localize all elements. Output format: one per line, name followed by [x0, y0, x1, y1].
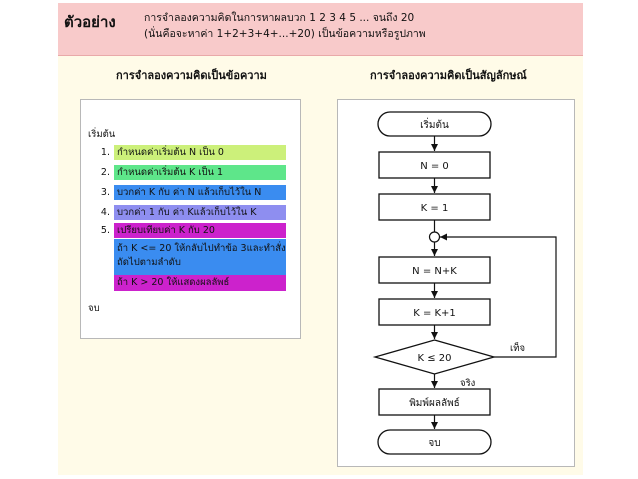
flow-true-label: จริง — [460, 378, 475, 389]
text-start: เริ่มต้น — [88, 129, 116, 140]
text-end: จบ — [88, 303, 100, 314]
flow-decision-label: K ≤ 20 — [417, 353, 451, 364]
step-number: 1. — [100, 147, 110, 158]
flow-end-terminator — [377, 429, 492, 455]
flow-process-k1-label: K = 1 — [421, 203, 449, 214]
step-number: 5. — [100, 225, 110, 236]
flow-process-k1 — [378, 193, 491, 221]
flow-process-kinc-label: K = K+1 — [413, 308, 456, 319]
example-label: ตัวอย่าง — [64, 13, 116, 31]
flow-connector — [428, 231, 441, 243]
flow-start-label: เริ่มต้น — [420, 117, 449, 131]
flow-process-kinc — [378, 298, 491, 326]
flow-loop-arrow — [440, 233, 557, 358]
step-number: 2. — [100, 167, 110, 178]
flow-process-n0 — [378, 151, 491, 179]
flow-process-n0-label: N = 0 — [420, 161, 449, 172]
banner-text-line2: (นั่นคือจะหาค่า 1+2+3+4+...+20) เป็นข้อค… — [144, 28, 426, 40]
example-banner: ตัวอย่าง การจำลองความคิดในการหาผลบวก 1 2… — [58, 3, 583, 56]
step-text: เปรียบเทียบค่า K กับ 20 — [114, 223, 286, 238]
flow-process-nsum-label: N = N+K — [412, 266, 457, 277]
flow-false-label: เท็จ — [510, 341, 525, 354]
step-text: กำหนดค่าเริ่มต้น N เป็น 0 — [114, 145, 286, 160]
flow-output-print — [378, 388, 491, 416]
banner-text-line1: การจำลองความคิดในการหาผลบวก 1 2 3 4 5 ..… — [144, 12, 415, 24]
step-text: บวกค่า K กับ ค่า N แล้วเก็บไว้ใน N — [114, 185, 286, 200]
text-step-5-sub-b: ถ้า K > 20 ให้แสดงผลลัพธ์ — [114, 275, 286, 291]
step-number: 3. — [100, 187, 110, 198]
heading-symbol-model: การจำลองความคิดเป็นสัญลักษณ์ — [370, 69, 527, 82]
flow-process-nsum — [378, 256, 491, 284]
step-number: 4. — [100, 207, 110, 218]
flow-output-print-label: พิมพ์ผลลัพธ์ — [409, 397, 460, 409]
step-text: กำหนดค่าเริ่มต้น K เป็น 1 — [114, 165, 286, 180]
flow-end-label: จบ — [428, 438, 440, 449]
step-text: บวกค่า 1 กับ ค่า Kแล้วเก็บไว้ใน K — [114, 205, 286, 220]
heading-text-model: การจำลองความคิดเป็นข้อความ — [116, 69, 267, 82]
text-step-5-sub-a: ถ้า K <= 20 ให้กลับไปทำข้อ 3และทำสั่งถัด… — [114, 239, 286, 275]
